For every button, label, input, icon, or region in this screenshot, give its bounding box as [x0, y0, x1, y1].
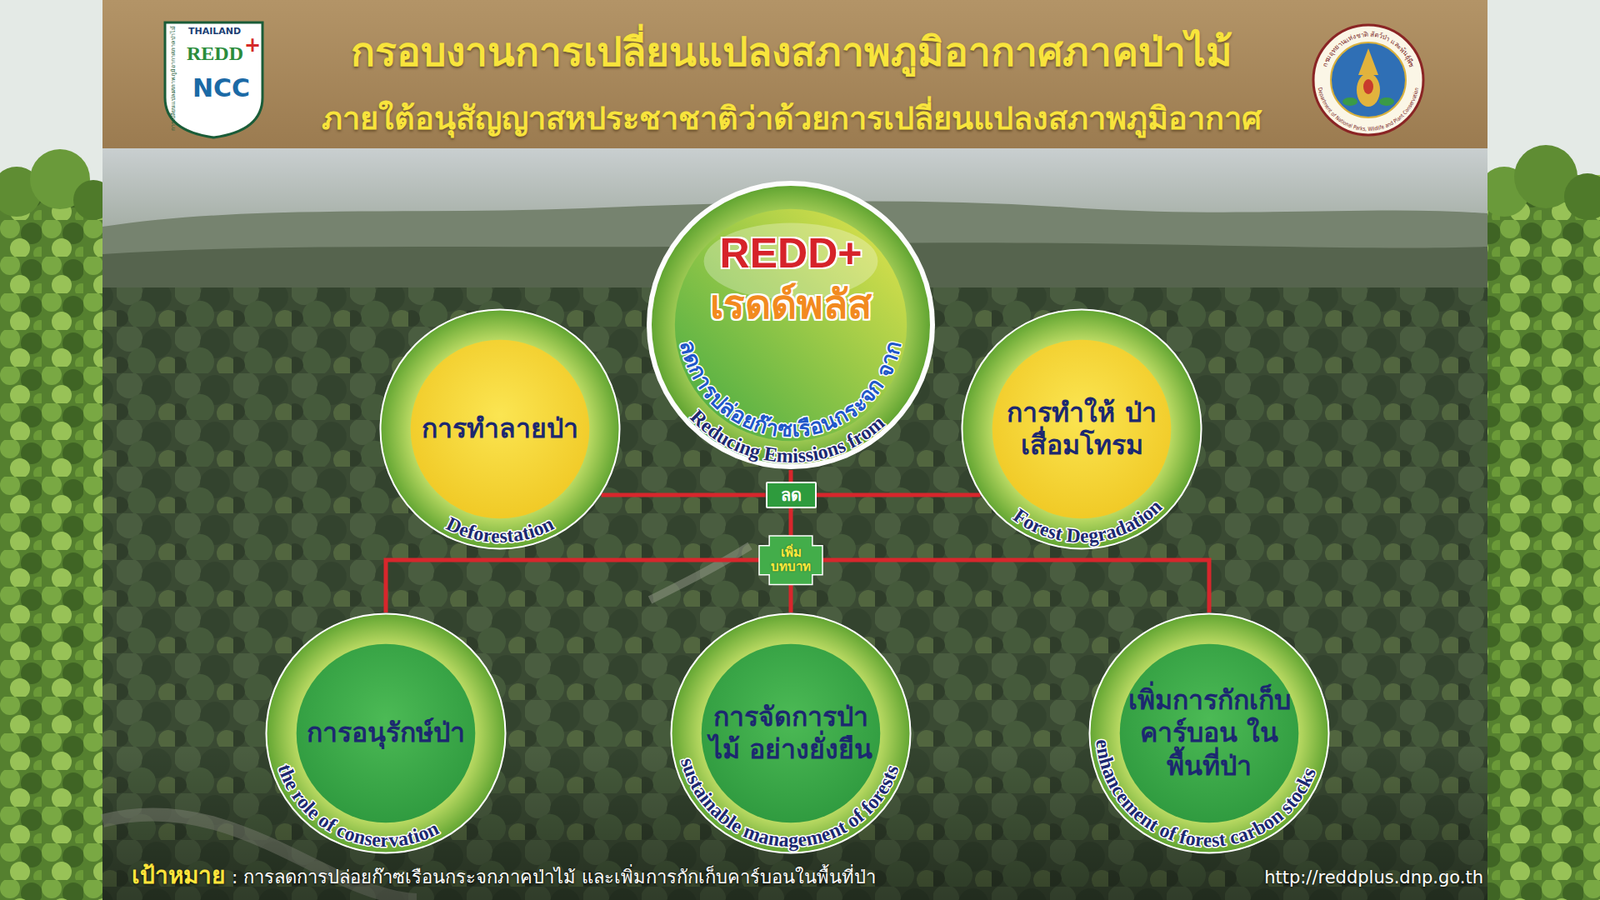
- seal-lettering: กรมอุทยานแห่งชาติ สัตว์ป่า และพันธุ์พืช D…: [1310, 21, 1427, 139]
- stream: [650, 545, 750, 600]
- connector-line: [789, 470, 794, 482]
- node-label: การจัดการป่าไม้ อย่างยั่งยืน: [707, 700, 875, 766]
- connector-line: [822, 560, 1210, 613]
- plus-cross: เพิ่ม บทบาท: [759, 535, 823, 585]
- goal-text: : การลดการปล่อยก๊าซเรือนกระจกภาคป่าไม้ แ…: [231, 866, 876, 889]
- topic-circle: enhancement of forest carbon stocksเพิ่ม…: [1088, 612, 1330, 855]
- connector-line: [385, 560, 760, 613]
- seal-leaf: [1342, 97, 1358, 106]
- reduce-tag: ลด: [765, 481, 817, 509]
- topic-ring: [266, 614, 506, 854]
- seal-figure: [1356, 73, 1380, 107]
- tag-label: ลด: [780, 484, 802, 506]
- hub-heading: เรดด์พลัส: [710, 280, 872, 330]
- hub-arc-label: Reducing Emissions from: [685, 405, 889, 467]
- hub-circle: ลดการปล่อยก๊าซเรือนกระจก จากReducing Emi…: [645, 180, 936, 470]
- seal-text: กรมอุทยานแห่งชาติ สัตว์ป่า และพันธุ์พืช: [1320, 30, 1415, 70]
- tree-canopy: [0, 183, 103, 900]
- hub-rim: [646, 180, 935, 470]
- topic-ring: [1090, 614, 1330, 854]
- topic-circle: sustainable management of forestsการจัดก…: [670, 612, 912, 855]
- diagram-title: กรอบงานการเปลี่ยนแปลงสภาพภูมิอากาศภาคป่า…: [279, 28, 1305, 77]
- arc-label: the role of conservation: [273, 761, 442, 851]
- connector-line: [601, 493, 766, 498]
- connector-line: [816, 493, 981, 498]
- plus-fill: [759, 535, 823, 585]
- arc-label: sustainable management of forests: [676, 755, 903, 851]
- seal-leaf: [1379, 97, 1395, 106]
- topic-circle: Deforestation การทำลายป่า: [379, 308, 621, 550]
- web-address: http://reddplus.dnp.go.th: [1264, 867, 1484, 889]
- topic-circle: the role of conservation การอนุรักษ์ป่า: [265, 612, 507, 855]
- cross-label: เพิ่ม บทบาท: [769, 545, 813, 575]
- arc-label: Deforestation: [442, 512, 557, 547]
- tree-crown: [1564, 173, 1600, 220]
- topic-core: [1120, 644, 1300, 824]
- topic-circle: Forest Degradation การทำให้ ป่าเสื่อมโทรม: [960, 308, 1203, 550]
- logo-text: REDD: [186, 41, 244, 66]
- node-label: การทำลายป่า: [421, 412, 579, 445]
- subtitle: ภายใต้อนุสัญญาสหประชาชาติว่าด้วยการเปลี่…: [279, 100, 1305, 139]
- logo-text: +: [244, 33, 261, 58]
- connector-line: [789, 508, 794, 536]
- tree-canopy: [1487, 175, 1600, 900]
- arc-label: Forest Degradation: [1009, 495, 1166, 547]
- logo-text: NCC: [192, 73, 250, 104]
- seal-ring: [1313, 25, 1424, 135]
- logo-text: THAILAND: [188, 25, 241, 37]
- node-label: เพิ่มการกักเก็บ คาร์บอน ในพื้นที่ป่า: [1125, 684, 1293, 782]
- seal-text: Department of National Parks, Wildlife a…: [1316, 86, 1420, 133]
- header-band: [102, 0, 1488, 149]
- topic-core: [992, 340, 1172, 520]
- logo-shield: [165, 22, 263, 138]
- node-label: การทำให้ ป่าเสื่อมโทรม: [998, 396, 1165, 462]
- seal-crown: [1358, 48, 1379, 75]
- topic-ring: [380, 310, 620, 550]
- goal-heading: เป้าหมาย: [131, 861, 225, 890]
- topic-core: [410, 340, 590, 520]
- topic-core: [701, 644, 881, 824]
- topic-ring: [671, 614, 911, 854]
- node-label: การอนุรักษ์ป่า: [306, 716, 465, 750]
- topic-core: [296, 644, 476, 824]
- connector-line: [789, 584, 794, 613]
- seal-figure: [1363, 79, 1374, 95]
- seal-center: [1330, 42, 1406, 118]
- logo-text: การเปลี่ยนแปลงสภาพภูมิอากาศภาคป่าไม้: [170, 25, 177, 131]
- hub-heading: REDD+: [720, 231, 863, 276]
- topic-ring: [962, 310, 1202, 550]
